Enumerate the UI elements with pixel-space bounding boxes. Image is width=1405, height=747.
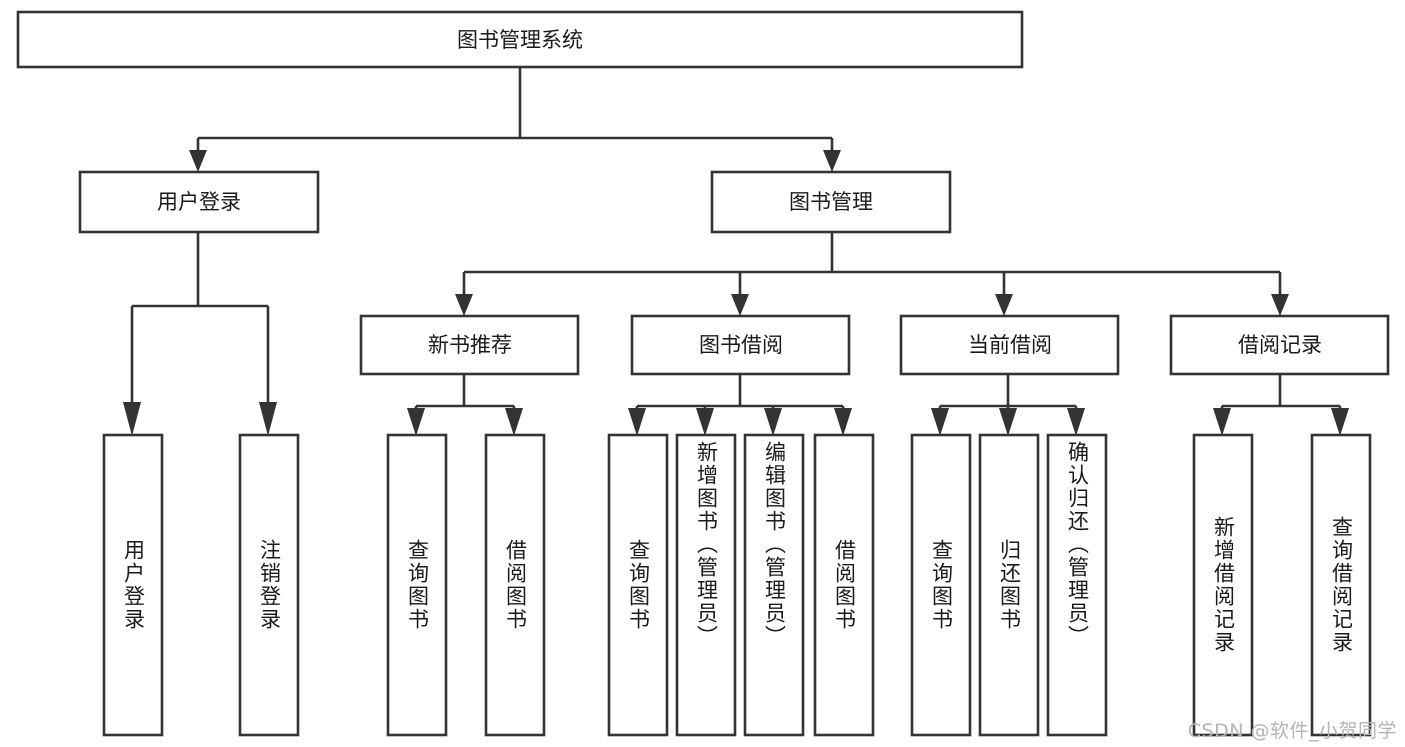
node-leaf-query-book-2[interactable] <box>607 433 669 737</box>
arrowhead-user-login <box>189 150 207 172</box>
node-user-login-label: 用户登录 <box>157 190 241 214</box>
arrowhead-leaf-add-record <box>1213 408 1231 436</box>
node-leaf-add-book[interactable] <box>675 433 737 737</box>
node-leaf-edit-book[interactable] <box>743 433 805 737</box>
node-leaf-query-record[interactable] <box>1310 433 1372 737</box>
node-leaf-borrow-book-1[interactable] <box>484 433 546 737</box>
node-book-borrow[interactable] <box>630 314 851 376</box>
node-book-management-label: 图书管理 <box>789 190 873 214</box>
node-root[interactable] <box>16 10 1024 69</box>
node-user-login[interactable] <box>78 170 320 234</box>
arrowhead-leaf-borrow-book-2 <box>834 408 852 436</box>
node-book-borrow-label: 图书借阅 <box>699 333 783 357</box>
arrowhead-leaf-query-book-3 <box>931 408 949 436</box>
arrowhead-leaf-edit-book <box>764 408 782 436</box>
arrowhead-current-borrow <box>995 294 1013 316</box>
node-new-book-recommend[interactable] <box>359 314 580 376</box>
node-leaf-return-book[interactable] <box>978 433 1040 737</box>
node-current-borrow-label: 当前借阅 <box>968 333 1052 357</box>
node-borrow-record-label: 借阅记录 <box>1238 333 1322 357</box>
node-root-label: 图书管理系统 <box>457 28 583 52</box>
node-leaf-query-book-1[interactable] <box>386 433 448 737</box>
arrowhead-leaf-borrow-book-1 <box>505 408 523 436</box>
arrowhead-leaf-query-book-1 <box>407 408 425 436</box>
watermark-text: CSDN @软件_小贺同学 <box>1187 720 1397 742</box>
node-group: 图书管理系统 用户登录 图书管理 新书推荐 图书借阅 当前借阅 借阅记录 <box>16 10 1390 737</box>
arrowhead-leaf-return-book <box>999 408 1017 436</box>
node-current-borrow[interactable] <box>899 314 1120 376</box>
arrowhead-leaf-user-login <box>123 402 141 436</box>
node-leaf-query-book-3[interactable] <box>910 433 972 737</box>
arrowhead-leaf-query-record <box>1331 408 1349 436</box>
connector-group <box>123 67 1349 436</box>
arrowhead-leaf-logout-login <box>259 402 277 436</box>
arrowhead-book-borrow <box>731 294 749 316</box>
node-leaf-confirm-return[interactable] <box>1046 433 1108 737</box>
arrowhead-leaf-confirm-return <box>1067 408 1085 436</box>
node-leaf-logout-login[interactable] <box>238 433 300 737</box>
node-borrow-record[interactable] <box>1169 314 1390 376</box>
arrowhead-borrow-record <box>1271 294 1289 316</box>
node-leaf-borrow-book-2[interactable] <box>813 433 875 737</box>
node-leaf-user-login[interactable] <box>102 433 164 737</box>
node-leaf-add-record[interactable] <box>1192 433 1254 737</box>
arrowhead-new-book-recommend <box>455 294 473 316</box>
arrowhead-book-management <box>823 150 841 172</box>
arrowhead-leaf-add-book <box>696 408 714 436</box>
node-new-book-recommend-label: 新书推荐 <box>428 333 512 357</box>
arrowhead-leaf-query-book-2 <box>628 408 646 436</box>
node-book-management[interactable] <box>710 170 952 234</box>
